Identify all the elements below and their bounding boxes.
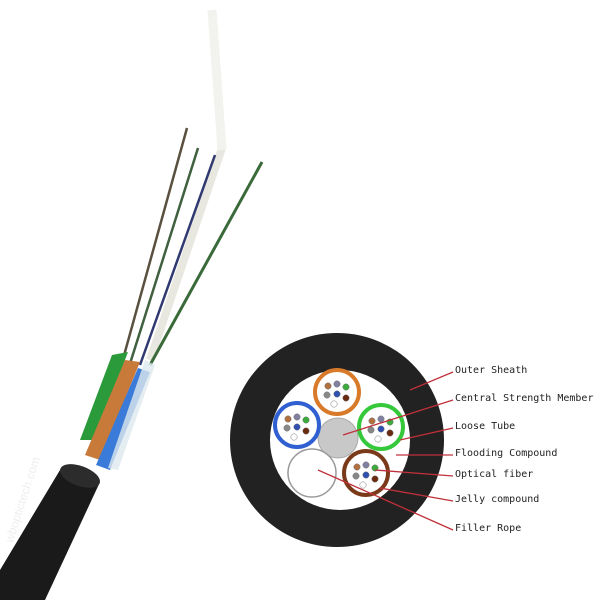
label-filler-rope: Filler Rope — [455, 523, 522, 534]
optical-fiber — [377, 415, 385, 423]
optical-fiber — [323, 391, 331, 399]
label-central-strength-member: Central Strength Member — [455, 393, 594, 404]
label-jelly-compound: Jelly compound — [455, 494, 540, 505]
optical-fiber — [386, 429, 394, 437]
leader-central-strength-member — [342, 399, 454, 436]
label-outer-sheath: Outer Sheath — [455, 365, 528, 376]
optical-fiber — [352, 472, 360, 480]
optical-fiber — [362, 471, 370, 479]
central-member-rod — [146, 146, 226, 362]
label-loose-tube: Loose Tube — [455, 421, 516, 432]
leader-lines — [317, 371, 454, 531]
label-optical-fiber: Optical fiber — [455, 469, 534, 480]
optical-fiber — [371, 475, 379, 483]
optical-fiber — [290, 433, 298, 441]
optical-fiber — [368, 417, 376, 425]
label-flooding-compound: Flooding Compound — [455, 448, 558, 459]
cable-jacket — [0, 470, 100, 600]
leader-loose-tube — [399, 427, 454, 441]
optical-fiber — [284, 415, 292, 423]
optical-fiber — [283, 424, 291, 432]
optical-fiber — [330, 400, 338, 408]
optical-fiber — [377, 425, 385, 433]
optical-fiber — [324, 382, 332, 390]
optical-fiber — [367, 426, 375, 434]
optical-fiber — [302, 416, 310, 424]
optical-fiber — [333, 390, 341, 398]
leader-outer-sheath — [409, 371, 454, 391]
optical-fiber — [353, 463, 361, 471]
optical-fiber — [293, 423, 301, 431]
optical-fiber — [359, 481, 367, 489]
optical-fiber — [342, 383, 350, 391]
optical-fiber — [302, 427, 310, 435]
optical-fiber — [333, 380, 341, 388]
cross-section — [230, 333, 444, 547]
leader-jelly-compound — [379, 487, 454, 502]
leader-optical-fiber — [374, 469, 454, 477]
optical-fiber — [342, 394, 350, 402]
central-member-tip — [207, 9, 227, 151]
filler-rope — [287, 448, 337, 498]
cable-photo — [0, 9, 264, 600]
optical-fiber — [293, 413, 301, 421]
central-strength-member — [317, 417, 359, 459]
optical-fiber — [362, 461, 370, 469]
leader-filler-rope — [317, 469, 454, 531]
optical-fiber — [374, 435, 382, 443]
